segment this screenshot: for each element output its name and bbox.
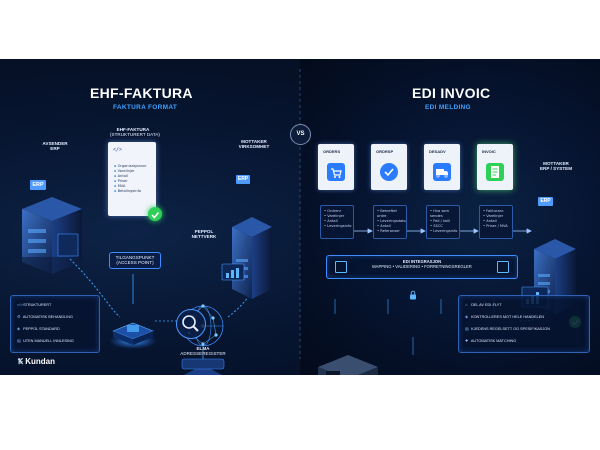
document-icon: ▤ (465, 326, 469, 331)
document-icon: ▤ (17, 338, 21, 343)
edi-receiver-erp-badge: ERP (538, 197, 553, 206)
puzzle-icon: ✚ (465, 338, 469, 343)
warehouse-truck-icon (318, 355, 378, 375)
edi-subtitle: EDI MELDING (425, 104, 471, 111)
desadv-items: • Hva som sendes• Pall / kolli • SSCC• L… (426, 205, 460, 239)
ordrsp-document: ORDRSP (371, 144, 407, 190)
orders-items: • Ordrenr• Varelinjer • Antall• Levering… (320, 205, 354, 239)
edi-arrows (354, 228, 532, 234)
brand-logo: Ꝅ Kundan (18, 357, 55, 366)
feature-matching: ✚ AUTOMATISK MATCHING (465, 338, 517, 343)
invoice-icon (486, 163, 504, 181)
sender-building-icon (12, 197, 82, 277)
k-logo-icon: Ꝅ (18, 357, 23, 366)
feature-structured: </> STRUKTURERT (17, 302, 52, 307)
ehf-document: </> ▪ Organisasjonsnr ▪ Varelinjer ▪ Ant… (108, 142, 156, 216)
receiver-building-icon (221, 217, 272, 299)
shield-icon: ◈ (465, 314, 469, 319)
feature-controlled: ◈ KONTROLLERES MOT HELE HANDELEN (465, 314, 544, 319)
vs-badge: VS (290, 124, 311, 145)
hierarchy-icon: ⌂ (465, 302, 468, 307)
check-circle-icon (148, 207, 162, 221)
truck-icon (433, 163, 451, 181)
feature-no-manual: ▤ UTEN MANUELL INNLESING (17, 338, 74, 343)
desadv-document: DESADV (424, 144, 460, 190)
ehf-features-panel: </> STRUKTURERT ⚙ AUTOMATISK BEHANDLING … (10, 295, 100, 353)
ehf-doc-label: EHF-FAKTURA(STRUKTURERT DATA) (110, 127, 160, 138)
check-icon (380, 163, 398, 181)
code-icon: </> (17, 302, 23, 307)
ehf-title: EHF-FAKTURA (90, 85, 193, 101)
feature-edi-flow: ⌂ DEL AV EDI-FLYT (465, 302, 502, 307)
feature-peppol: ◈ PEPPOL STANDARD (17, 326, 60, 331)
ehf-doc-fields: ▪ Organisasjonsnr ▪ Varelinjer ▪ Antall … (114, 164, 147, 194)
server-icon-right (497, 261, 509, 273)
edi-title: EDI INVOIC (412, 85, 491, 101)
search-icon (176, 309, 206, 339)
flow-line-sender (69, 258, 121, 318)
code-icon: </> (113, 147, 123, 153)
receiver-erp-badge: ERP (236, 175, 250, 184)
server-icon-left (335, 261, 347, 273)
sender-erp-badge: ERP (30, 180, 46, 190)
registry-server-icon (181, 358, 225, 375)
shopping-cart-icon (327, 163, 345, 181)
invoic-document: INVOIC (477, 144, 513, 190)
invoic-items: • Fakturanr.• Varelinjer • Antall• Prise… (479, 205, 513, 239)
orders-document: ORDERS (318, 144, 354, 190)
edi-features-panel: ⌂ DEL AV EDI-FLYT ◈ KONTROLLERES MOT HEL… (458, 295, 590, 353)
diagram-graphics (12, 69, 581, 375)
ehf-subtitle: FAKTURA FORMAT (113, 104, 178, 111)
shield-icon: ◈ (17, 326, 21, 331)
gear-icon: ⚙ (17, 314, 21, 319)
feature-chain-rules: ▤ KJEDENS REGELSETT OG SPESIFIKASJON (465, 326, 550, 331)
lock-icon (408, 285, 418, 300)
ordrsp-items: • Bekreftet ordre• Leveringsdato • Antal… (373, 205, 407, 239)
access-point-label: TILGANGSPUNKT(ACCESS POINT) (109, 252, 161, 269)
feature-automatic: ⚙ AUTOMATISK BEHANDLING (17, 314, 73, 319)
access-point-icon (109, 322, 157, 349)
